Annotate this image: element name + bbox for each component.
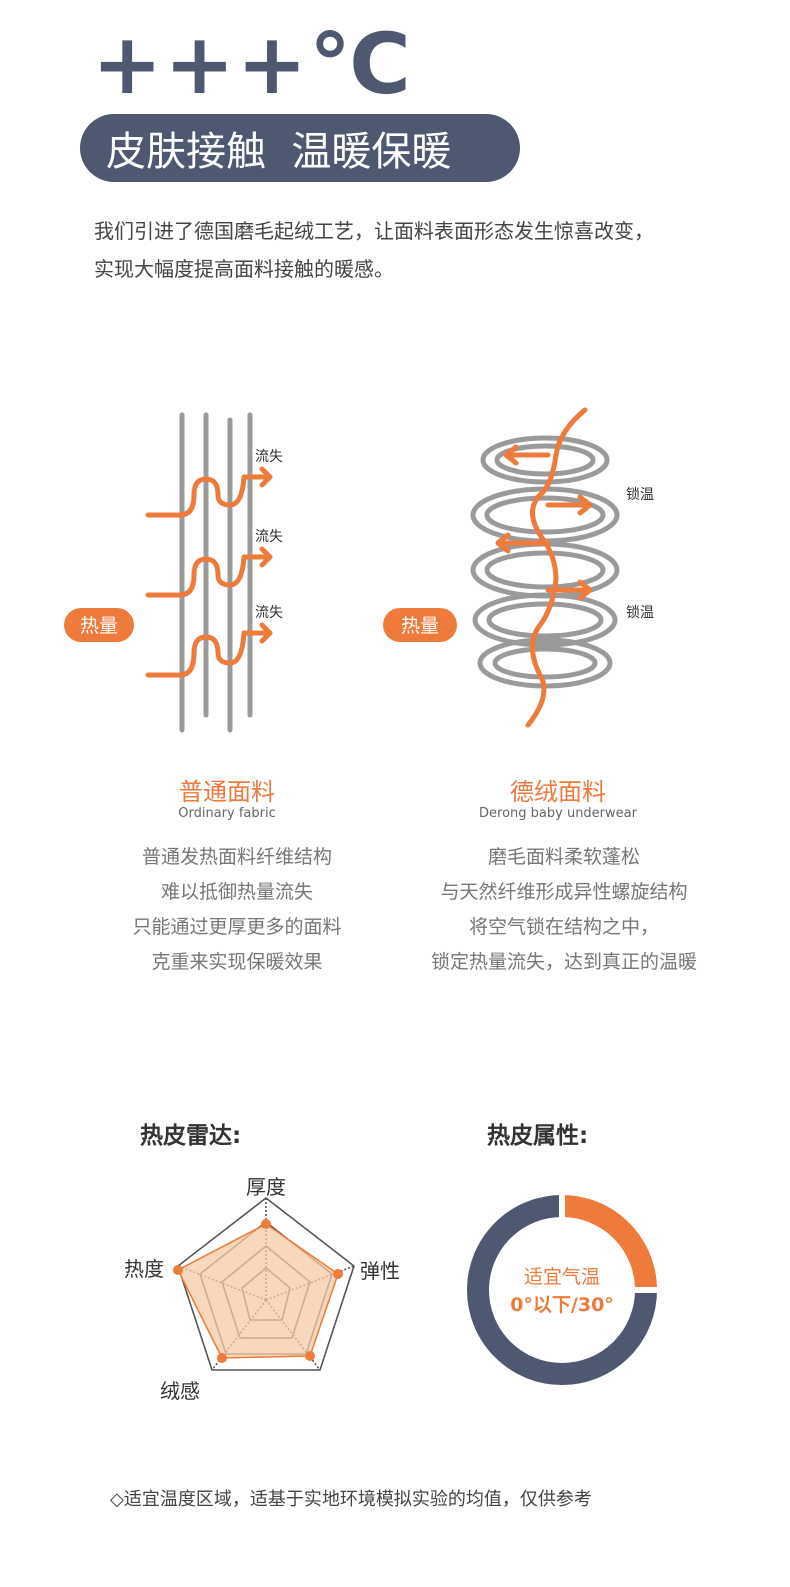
heat-badge-right: 热量 [383,608,457,642]
thermal-radar-chart: 厚度 弹性 绒感 热度 [124,1175,400,1403]
ring-accent-arc [561,1195,657,1291]
derong-desc-line: 与天然纤维形成异性螺旋结构 [440,881,688,903]
ordinary-desc-line: 克重来实现保暖效果 [151,951,323,973]
loss-label-3: 流失 [255,605,283,621]
lock-label-2: 锁温 [626,605,654,621]
loss-label-1: 流失 [255,449,283,465]
derong-fabric-description: 磨毛面料柔软蓬松 与天然纤维形成异性螺旋结构 将空气锁在结构之中， 锁定热量流失… [384,840,744,980]
radar-value-area [176,1223,339,1359]
ring-label-line-1: 适宜气温 [523,1266,600,1288]
radar-axis-heat: 热度 [124,1257,164,1281]
heat-badge-left: 热量 [64,608,134,642]
ordinary-fiber-lines [179,412,253,733]
radar-axis-plushness: 绒感 [160,1379,200,1403]
ordinary-fabric-title: 普通面料 [179,778,275,806]
derong-desc-line: 将空气锁在结构之中， [468,916,659,938]
intro-text: 我们引进了德国磨毛起绒工艺，让面料表面形态发生惊喜改变， 实现大幅度提高面料接触… [94,212,754,288]
svg-text:热量: 热量 [80,615,118,637]
ordinary-fabric-description: 普通发热面料纤维结构 难以抵御热量流失 只能通过更厚更多的面料 克重来实现保暖效… [57,840,417,980]
ordinary-fabric-subtitle: Ordinary fabric [178,806,276,821]
temperature-ring [467,1192,660,1385]
locked-heat-arrows [495,407,593,728]
ordinary-desc-line: 只能通过更厚更多的面料 [132,916,342,938]
ring-label: 适宜气温 0°以下/30° [462,1263,662,1319]
attributes-section-title: 热皮属性: [487,1123,589,1149]
ordinary-desc-line: 普通发热面料纤维结构 [141,846,332,868]
loss-label-2: 流失 [255,529,283,545]
spiral-coils [470,435,620,689]
temperature-symbol: +++℃ [92,15,413,113]
radar-value-points [173,1219,343,1363]
ring-label-line-2: 0°以下/30° [510,1294,614,1316]
radar-section-title: 热皮雷达: [140,1123,242,1149]
derong-fabric-title: 德绒面料 [510,778,606,806]
derong-desc-line: 锁定热量流失，达到真正的温暖 [430,951,697,973]
fabric-comparison-diagram: 流失 流失 流失 热量 锁温 锁温 热量 [64,407,654,733]
radar-axis-elasticity: 弹性 [360,1259,400,1283]
derong-fabric-subtitle: Derong baby underwear [479,806,637,821]
derong-desc-line: 磨毛面料柔软蓬松 [487,846,640,868]
svg-text:热量: 热量 [401,615,439,637]
footnote: ◇适宜温度区域，适基于实地环境模拟实验的均值，仅供参考 [110,1489,592,1510]
heat-loss-arrows [145,466,273,678]
intro-line-2: 实现大幅度提高面料接触的暖感。 [94,257,394,281]
ring-base-arc [467,1195,657,1385]
radar-axis-thickness: 厚度 [246,1175,286,1199]
lock-label-1: 锁温 [626,487,654,503]
page-title-banner: 皮肤接触 温暖保暖 [80,114,520,182]
ordinary-desc-line: 难以抵御热量流失 [160,881,313,903]
intro-line-1: 我们引进了德国磨毛起绒工艺，让面料表面形态发生惊喜改变， [94,219,654,243]
